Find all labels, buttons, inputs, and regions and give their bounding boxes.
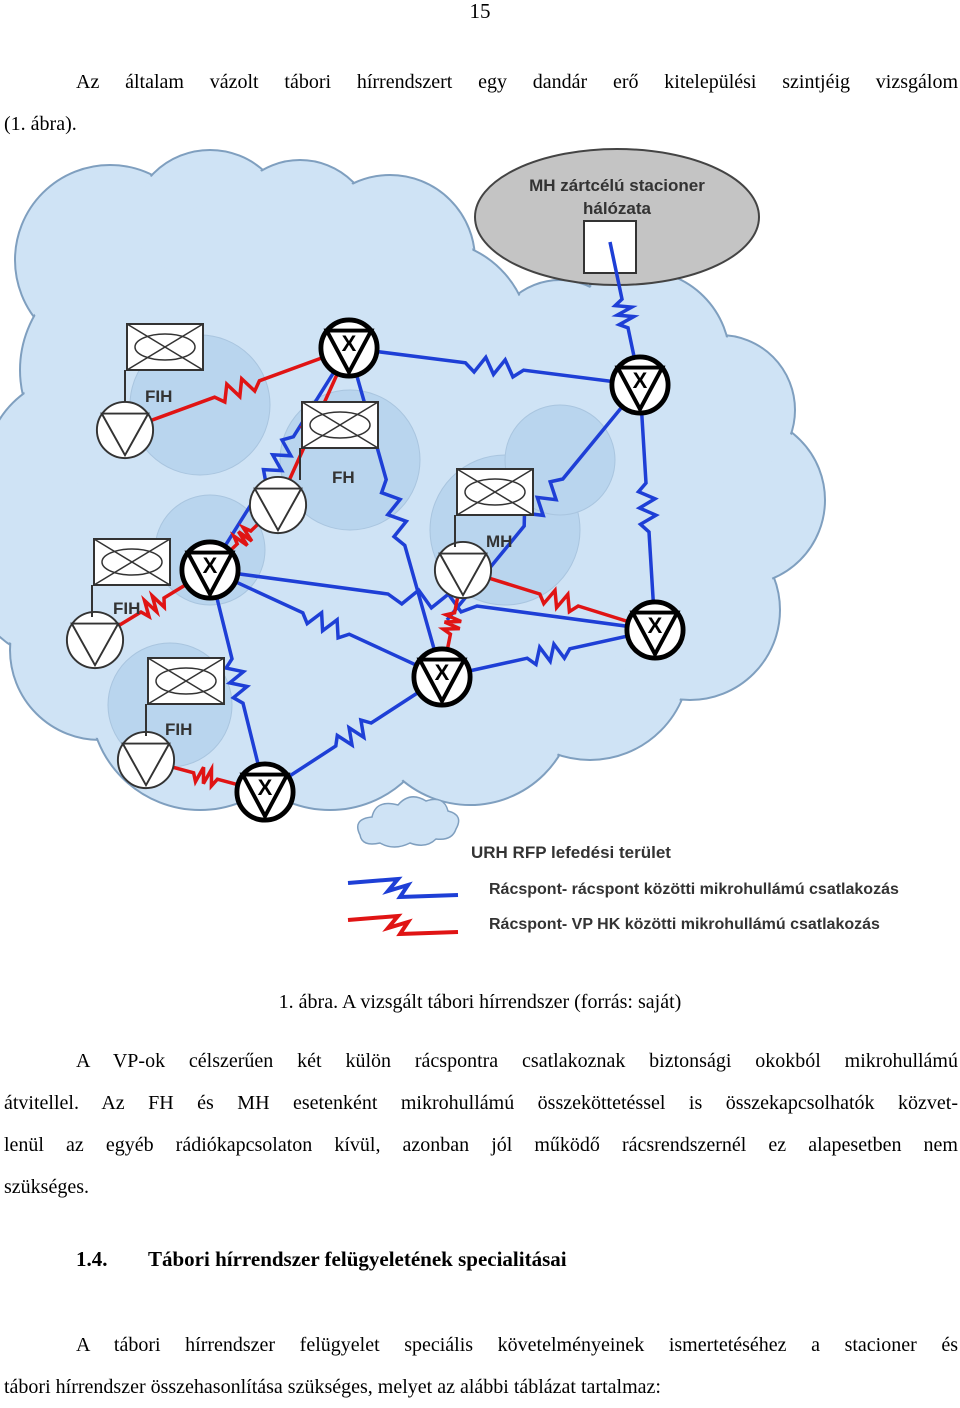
blue-link <box>348 346 641 387</box>
section-heading: 1.4. Tábori hírrendszer felügyeletének sp… <box>76 1244 567 1274</box>
red-link <box>94 568 211 642</box>
blue-link <box>209 568 656 632</box>
page-number: 15 <box>469 0 491 23</box>
grid-node-label: X <box>633 368 648 393</box>
network-symbols: X X X X X X FIH FH MH FIH FIH <box>65 320 683 820</box>
blue-link <box>441 628 656 679</box>
p2-line-3: lenül az egyéb rádiókapcsolaton kívül, a… <box>4 1134 958 1156</box>
command-post-label: FIH <box>165 720 192 739</box>
command-post-icon <box>126 323 204 371</box>
red-link <box>462 568 656 632</box>
command-post-icon <box>456 468 534 516</box>
figure-caption: 1. ábra. A vizsgált tábori hírrendszer (… <box>278 991 682 1013</box>
intro-line-1: Az általam vázolt tábori hírrendszert eg… <box>76 71 958 93</box>
grid-node-label: X <box>258 775 273 800</box>
blue-link <box>264 675 443 794</box>
blue-link <box>208 569 267 793</box>
paragraph-2: A VP-ok célszerűen két külön rácspontra … <box>4 1040 958 1208</box>
blue-link <box>445 383 642 622</box>
microwave-links <box>94 241 660 794</box>
section-title: Tábori hírrendszer felügyeletének specia… <box>148 1247 567 1271</box>
command-post-icon <box>147 657 225 705</box>
section-number: 1.4. <box>76 1247 108 1271</box>
p3-line-1: A tábori hírrendszer felügyelet speciáli… <box>76 1334 958 1356</box>
network-figure: MH zártcélú stacioner hálózata X X X X X X FIH… <box>0 148 899 937</box>
paragraph-3: A tábori hírrendszer felügyelet speciáli… <box>4 1324 958 1408</box>
command-post-icon <box>301 401 379 449</box>
p2-line-4: szükséges. <box>4 1176 89 1198</box>
blue-link <box>208 347 351 571</box>
intro-paragraph: Az általam vázolt tábori hírrendszert eg… <box>4 61 958 145</box>
legend-cloud-icon <box>357 796 460 848</box>
command-post-label: FH <box>332 468 355 487</box>
stationary-label-2: hálózata <box>583 199 652 218</box>
command-post-label: FIH <box>145 387 172 406</box>
blue-link <box>635 384 660 631</box>
grid-node-label: X <box>342 331 357 356</box>
vp-terminal-icon <box>65 610 125 670</box>
p3-line-2: tábori hírrendszer összehasonlítása szük… <box>4 1376 661 1398</box>
intro-line-2: (1. ábra). <box>4 113 77 135</box>
grid-node-label: X <box>203 553 218 578</box>
stationary-label-1: MH zártcélú stacioner <box>529 176 705 195</box>
p2-line-1: A VP-ok célszerűen két külön rácspontra … <box>76 1050 958 1072</box>
legend-red-link-icon <box>347 913 459 937</box>
command-post-icon <box>93 538 171 586</box>
red-link <box>145 758 266 794</box>
grid-node-label: X <box>435 660 450 685</box>
command-post-label: FIH <box>113 599 140 618</box>
stationary-network: MH zártcélú stacioner hálózata <box>474 148 760 286</box>
p2-line-2: átvitellel. Az FH és MH esetenként mikro… <box>4 1092 958 1114</box>
blue-link <box>209 568 443 679</box>
red-link <box>437 569 465 678</box>
legend-node-vp-text: Rácspont- VP HK közötti mikrohullámú csa… <box>489 916 880 933</box>
legend-blue-link-icon <box>347 876 459 900</box>
command-post-label: MH <box>486 532 512 551</box>
legend-node-node-text: Rácspont- rácspont közötti mikrohullámú … <box>489 881 899 898</box>
blue-link <box>608 241 642 386</box>
blue-link <box>347 347 444 678</box>
legend: URH RFP lefedési terület Rácspont- rácsp… <box>347 796 899 937</box>
legend-coverage-text: URH RFP lefedési terület <box>471 843 671 862</box>
vp-terminal-icon <box>433 540 493 600</box>
red-link <box>124 346 350 432</box>
red-link <box>208 503 280 572</box>
vp-terminal-icon <box>95 400 155 460</box>
vp-terminal-icon <box>116 730 176 790</box>
vp-terminal-icon <box>248 475 308 535</box>
grid-node-label: X <box>648 613 663 638</box>
